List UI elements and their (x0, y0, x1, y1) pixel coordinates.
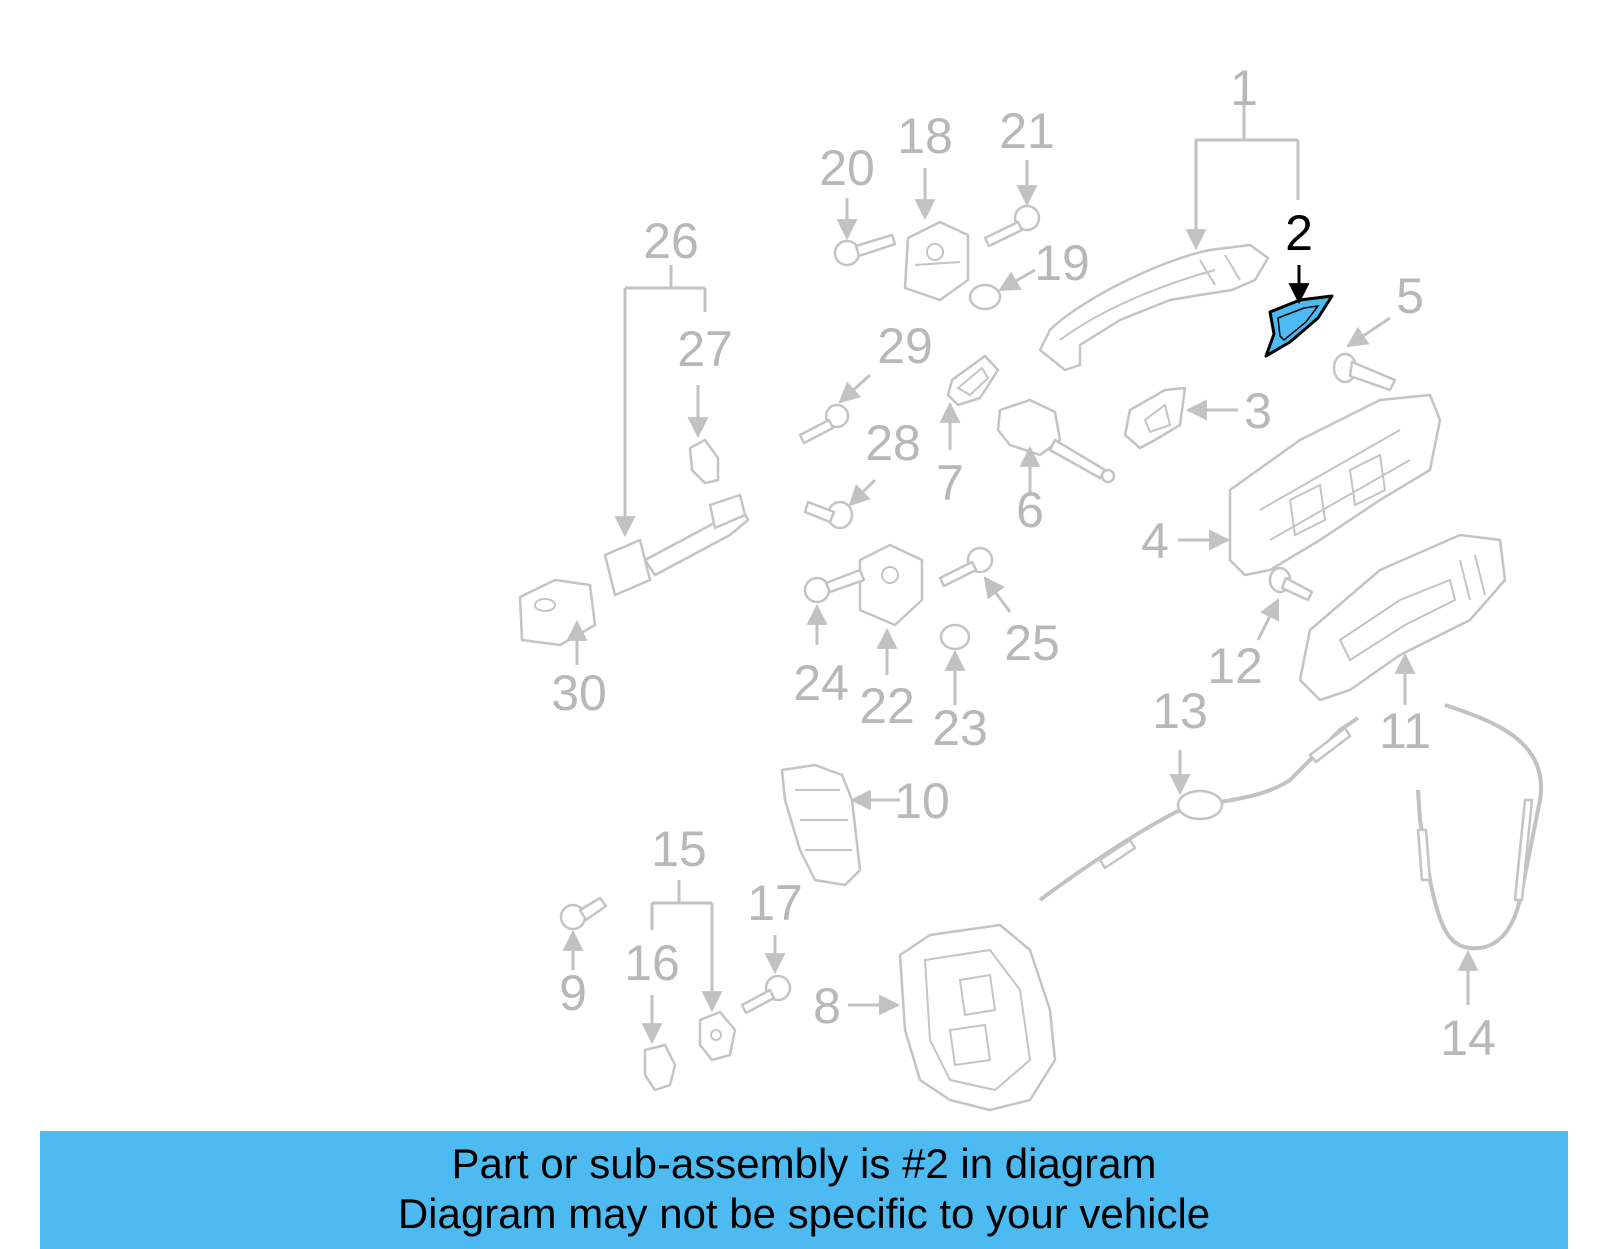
callout-labels: 1 2 3 4 5 6 7 8 9 10 11 12 13 14 15 16 1… (551, 60, 1496, 1066)
door-check-part (603, 493, 750, 597)
callout-28: 28 (865, 415, 921, 471)
callout-30: 30 (551, 665, 607, 721)
cable-14-part (1416, 703, 1544, 951)
callout-24: 24 (793, 655, 849, 711)
callout-1: 1 (1230, 60, 1258, 116)
banner-line-part-number: Part or sub-assembly is #2 in diagram (451, 1140, 1157, 1187)
inside-handle-part (1298, 533, 1507, 702)
bolt-20-part (833, 233, 897, 267)
bolt-25-part (938, 546, 994, 588)
callout-27: 27 (677, 321, 733, 377)
callout-7: 7 (936, 455, 964, 511)
callout-19: 19 (1034, 235, 1090, 291)
callout-25: 25 (1004, 615, 1060, 671)
leader-lines (562, 90, 1479, 1045)
pad-16-part (643, 1043, 677, 1092)
callout-4: 4 (1141, 513, 1169, 569)
callout-6: 6 (1016, 482, 1044, 538)
callout-18: 18 (897, 108, 953, 164)
callout-11: 11 (1379, 703, 1431, 759)
bolt-17-part (740, 974, 792, 1015)
bolt-29-part (798, 403, 850, 445)
screw-5-part (1332, 352, 1397, 392)
callout-16: 16 (624, 935, 680, 991)
callout-8: 8 (813, 978, 841, 1034)
screw-12-part (1268, 566, 1314, 602)
hinge-block-30-part (518, 578, 597, 647)
outer-door-handle-part (1038, 243, 1270, 372)
callout-29: 29 (877, 318, 933, 374)
callout-23: 23 (932, 700, 988, 756)
door-latch-part (898, 923, 1057, 1112)
pad-27-part (688, 438, 720, 485)
callout-10: 10 (894, 773, 950, 829)
callout-9: 9 (559, 965, 587, 1021)
callout-21: 21 (999, 103, 1055, 159)
banner-line-disclaimer: Diagram may not be specific to your vehi… (397, 1190, 1211, 1237)
cap-23-part (939, 623, 971, 651)
bolt-9-part (559, 896, 608, 931)
callout-26: 26 (643, 213, 699, 269)
handle-gasket-part-highlighted (1264, 294, 1334, 358)
callout-13: 13 (1152, 683, 1208, 739)
handle-cover-part (1123, 386, 1187, 450)
callout-20: 20 (819, 140, 875, 196)
striker-18-part (903, 220, 970, 302)
callout-5: 5 (1396, 268, 1424, 324)
bolt-24-part (803, 568, 866, 604)
callout-2-highlighted: 2 (1285, 205, 1313, 261)
info-banner: Part or sub-assembly is #2 in diagram Di… (40, 1131, 1568, 1249)
callout-22: 22 (859, 678, 915, 734)
bolt-28-part (803, 500, 854, 530)
cable-13-part (1038, 716, 1360, 902)
cap-19-part (968, 283, 1002, 311)
bracket-10-part (780, 763, 862, 887)
callout-17: 17 (747, 875, 803, 931)
striker-22-part (858, 543, 924, 627)
callout-14: 14 (1440, 1010, 1496, 1066)
callout-3: 3 (1244, 383, 1272, 439)
cylinder-gasket-part (946, 354, 1000, 407)
handle-bracket-part (1228, 393, 1442, 577)
callout-15: 15 (651, 821, 707, 877)
bolt-21-part (983, 204, 1041, 248)
pad-15-part (698, 1010, 737, 1062)
callout-12: 12 (1207, 638, 1263, 694)
lock-cylinder-part (996, 398, 1116, 484)
